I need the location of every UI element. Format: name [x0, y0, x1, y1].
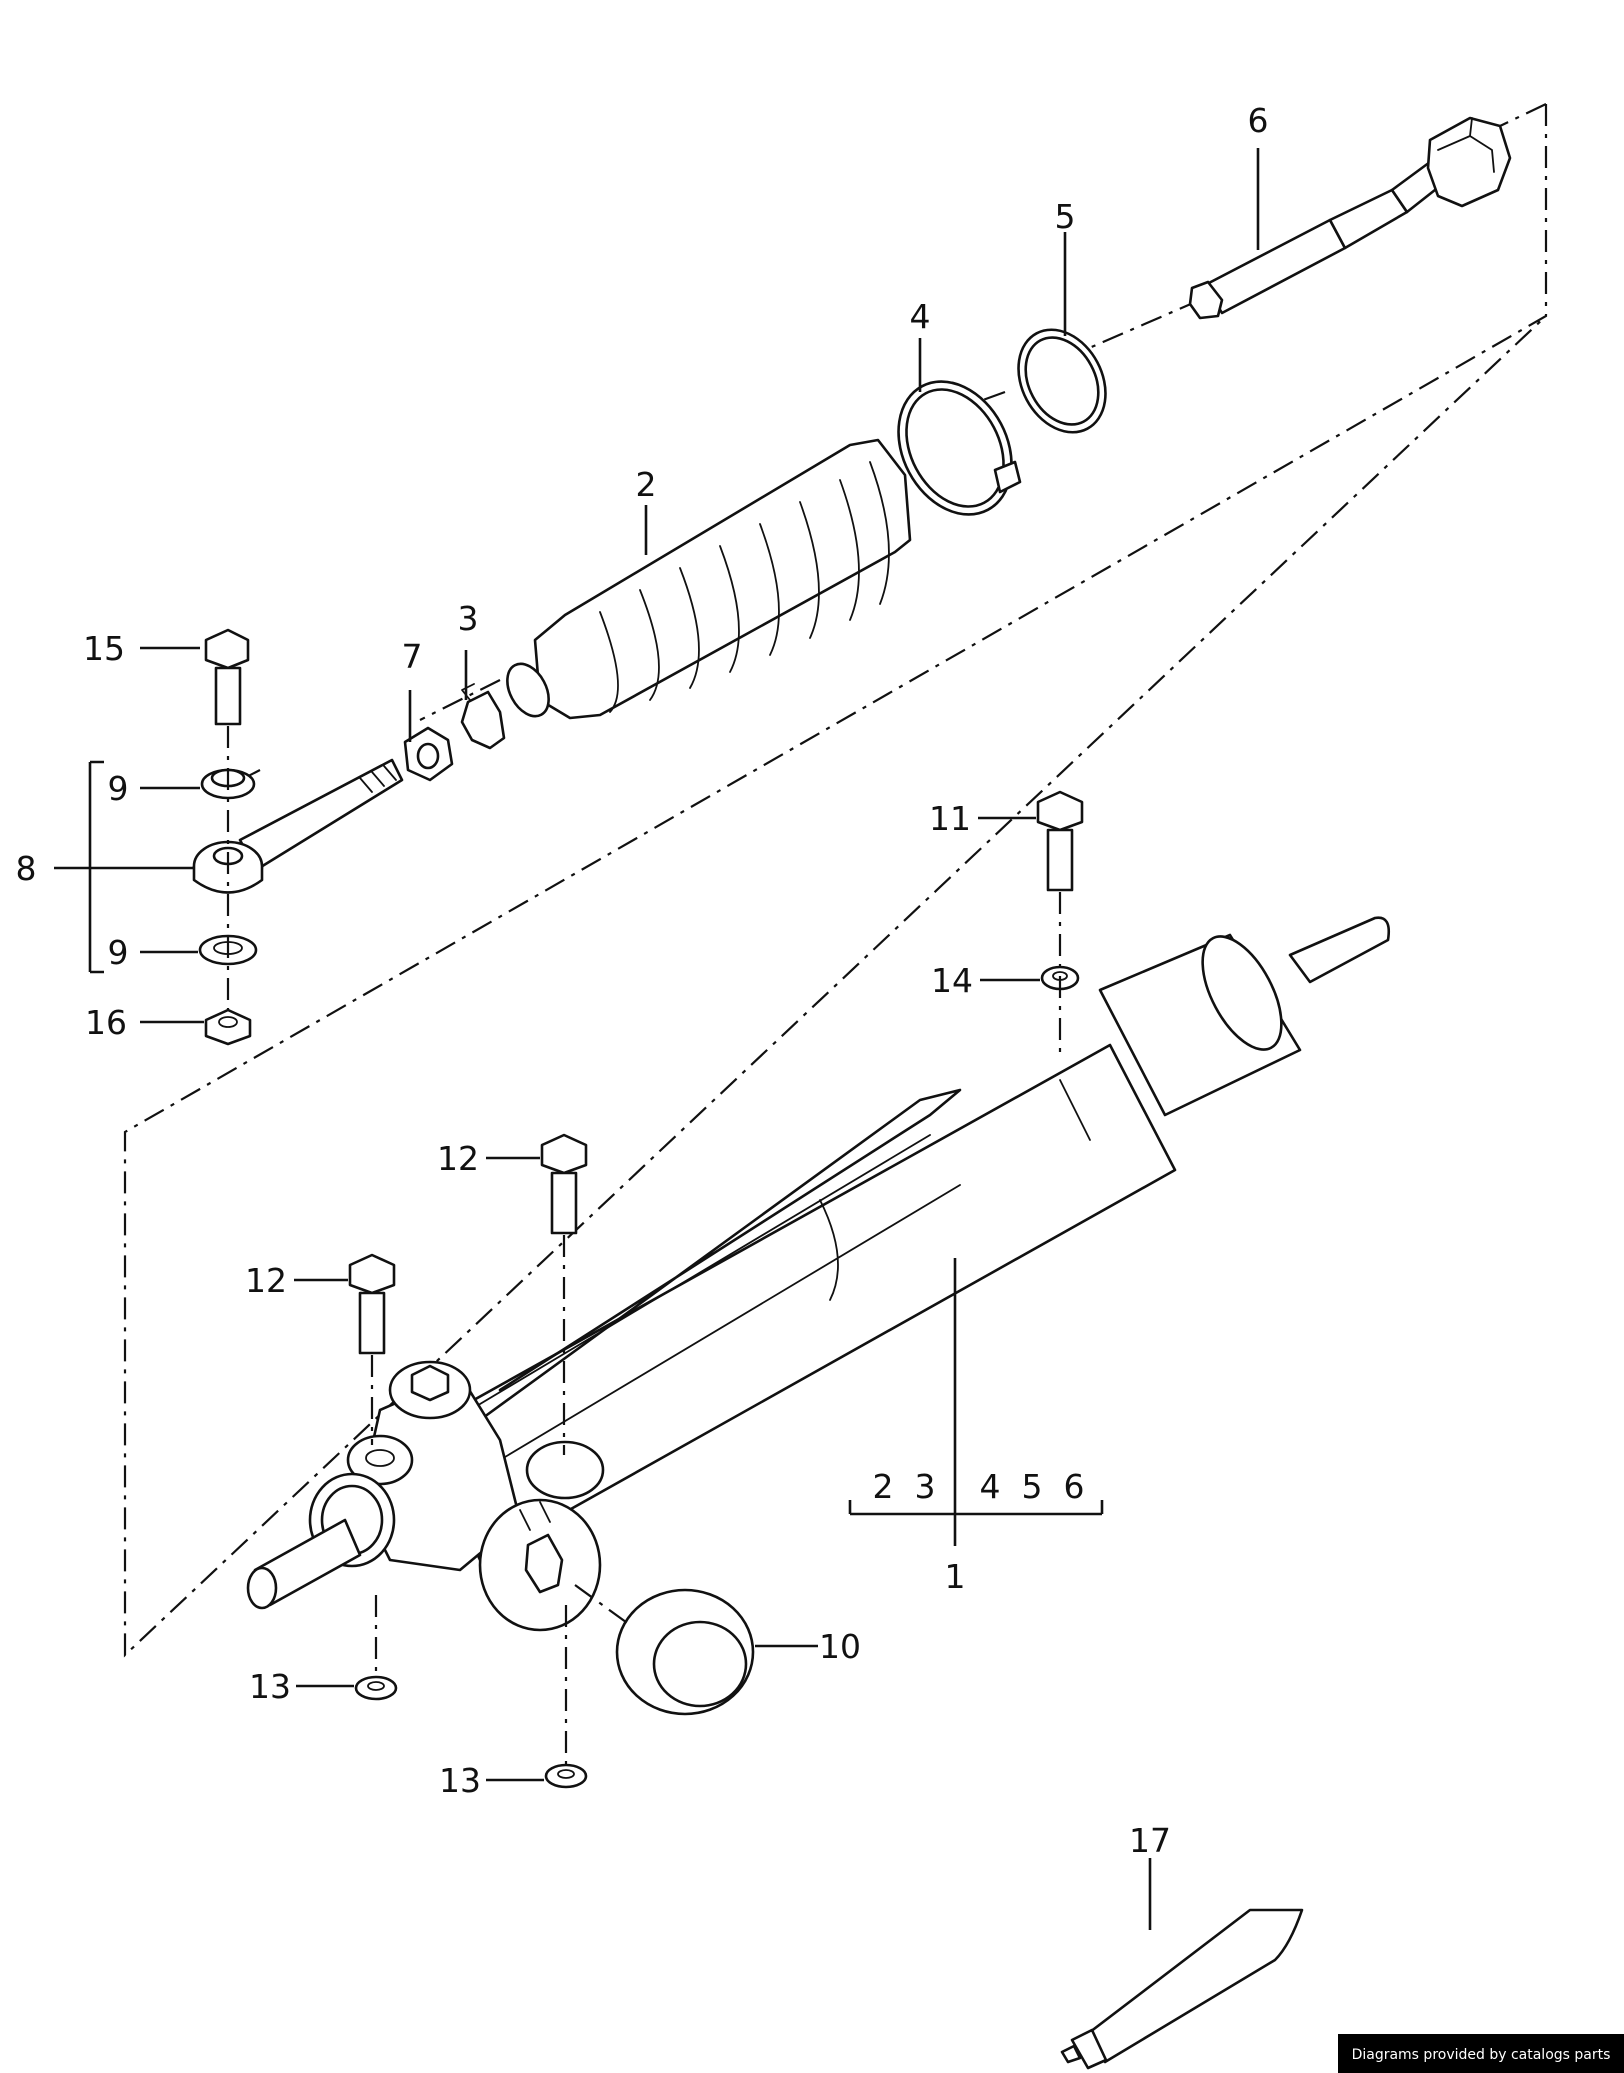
leader-lines	[54, 148, 1260, 1930]
callout-12-lower: 12	[245, 1261, 287, 1300]
callout-13-left: 13	[249, 1667, 291, 1706]
part-nut-16	[204, 1008, 252, 1046]
callout-15: 15	[83, 629, 125, 668]
part-steering-rack	[246, 916, 1390, 1632]
callout-7: 7	[402, 637, 423, 676]
part-small-clamp	[460, 683, 506, 750]
part-o-ring	[1017, 328, 1107, 434]
callout-2: 2	[636, 465, 657, 504]
callout-14: 14	[931, 961, 973, 1000]
part-bolt-11	[1036, 790, 1084, 892]
assembly-boundary-line	[123, 104, 1548, 1658]
callout-10: 10	[819, 1627, 861, 1666]
axis-line-upper	[224, 103, 1547, 789]
callout-9-upper: 9	[108, 769, 129, 808]
part-washer-13-right	[544, 1763, 588, 1789]
kit-label-right: 4 5 6	[980, 1467, 1085, 1506]
callout-3: 3	[458, 599, 479, 638]
part-lock-nut	[403, 726, 454, 782]
callout-4: 4	[910, 297, 931, 336]
part-grease-tube	[1060, 1908, 1304, 2070]
part-dust-cap	[615, 1588, 755, 1716]
part-bolt-15	[204, 628, 250, 726]
callout-16: 16	[85, 1003, 127, 1042]
callout-5: 5	[1055, 197, 1076, 236]
cap-axis-10	[574, 1584, 631, 1626]
credit-text: Diagrams provided by catalogs parts	[1352, 2047, 1611, 2063]
part-bellows-boot	[506, 438, 912, 720]
part-bolt-12-upper	[540, 1133, 588, 1235]
callout-12-upper: 12	[437, 1139, 479, 1178]
kit-label-left: 2 3	[873, 1467, 936, 1506]
callout-17: 17	[1129, 1821, 1171, 1860]
callout-8: 8	[16, 849, 37, 888]
callout-13-right: 13	[439, 1761, 481, 1800]
callout-6: 6	[1248, 101, 1269, 140]
part-inner-tie-rod	[1188, 116, 1512, 320]
part-washer-13-left	[354, 1675, 398, 1701]
callout-1: 1	[945, 1557, 966, 1596]
callout-11: 11	[929, 799, 971, 838]
callout-9-lower: 9	[108, 933, 129, 972]
credit-badge	[1338, 2034, 1624, 2073]
part-boot-clamp	[897, 380, 1022, 516]
part-bolt-12-lower	[348, 1253, 396, 1355]
